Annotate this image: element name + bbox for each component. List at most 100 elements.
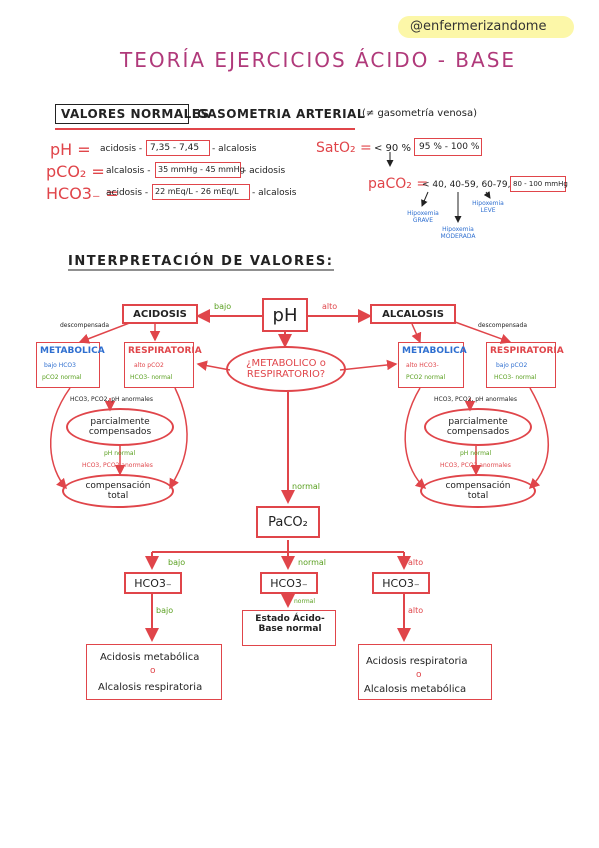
result-right-box — [358, 644, 492, 700]
result-left-2: Alcalosis respiratoria — [98, 682, 203, 693]
watermark-badge — [398, 16, 574, 38]
result-right-1: Acidosis respiratoria — [366, 656, 468, 667]
right-total-node: compensación total — [420, 474, 536, 508]
hipoxemia-leve: Hipoxemia LEVE — [472, 200, 504, 214]
right-metabolica-sub1: alto HCO3- — [406, 362, 439, 369]
ph-node: pH — [262, 298, 308, 332]
right-total: compensación total — [445, 481, 511, 501]
result-mid-box — [242, 610, 336, 646]
result-mid: Estado Ácido-Base normal — [255, 614, 325, 634]
descompensada-right: descompensada — [478, 322, 528, 329]
hco3-right-node: HCO3₋ — [372, 572, 430, 594]
arrow-alto-label: alto — [408, 606, 424, 615]
hco3-right: - alcalosis — [252, 188, 297, 198]
left-parcial-node: parcialmente compensados — [66, 408, 174, 446]
hco3-range-box — [152, 184, 250, 200]
right-respiratoria-box — [486, 342, 556, 388]
pco2-label: pCO₂ = — [46, 162, 105, 181]
left-anormales: HCO3, PCO2, pH anormales — [70, 396, 153, 403]
left-total-node: compensación total — [62, 474, 174, 508]
sato2-low: < 90 % — [374, 143, 411, 154]
hipoxemia-grave: Hipoxemia GRAVE — [407, 210, 439, 224]
sato2-label: SatO₂ = — [316, 140, 372, 156]
ph-left: acidosis - — [100, 144, 143, 154]
right-anormales2: HCO3, PCO2 anormales — [440, 462, 511, 469]
right-ph-normal: pH normal — [460, 450, 492, 457]
left-respiratoria-box — [124, 342, 194, 388]
right-parcial: parcialmente compensados — [446, 417, 510, 437]
question-node: ¿METABOLICO o RESPIRATORIO? — [226, 346, 346, 392]
hco3-range: 22 mEq/L - 26 mEq/L — [155, 187, 239, 196]
right-metabolica-sub2: PCO2 normal — [406, 374, 446, 381]
result-left-1: Acidosis metabólica — [100, 652, 200, 663]
ph-node-label: pH — [272, 304, 298, 326]
acidosis-node: ACIDOSIS — [122, 304, 198, 324]
sato2-normal: 95 % - 100 % — [419, 142, 480, 152]
result-right-2: Alcalosis metabólica — [364, 684, 467, 695]
right-metabolica-box — [398, 342, 464, 388]
alcalosis-node: ALCALOSIS — [370, 304, 456, 324]
left-metabolica: METABOLICA — [40, 346, 105, 356]
paco2-node: PaCO₂ — [256, 506, 320, 538]
right-respiratoria-sub2: HCO3- normal — [494, 374, 537, 381]
alto-label: alto — [322, 302, 338, 311]
left-respiratoria: RESPIRATORIA — [128, 346, 202, 356]
pao2-normal: 80 - 100 mmHg — [513, 180, 568, 188]
right-metabolica: METABOLICA — [402, 346, 467, 356]
left-parcial: parcialmente compensados — [88, 417, 152, 437]
left-ph-normal: pH normal — [104, 450, 136, 457]
left-anormales2: HCO3, PCO2 anormales — [82, 462, 153, 469]
result-left-box — [86, 644, 222, 700]
pco2-range-box — [155, 162, 241, 178]
hco3-left-node: HCO3₋ — [124, 572, 182, 594]
branch-normal: normal — [298, 558, 327, 567]
page-title: TEORÍA EJERCICIOS ÁCIDO - BASE — [120, 48, 517, 72]
left-total: compensación total — [85, 481, 151, 501]
normal-values-heading-box — [55, 104, 189, 124]
hco3-right-label: HCO3₋ — [382, 576, 420, 590]
arrow-normal-label: normal — [294, 598, 316, 605]
acidosis-label: ACIDOSIS — [133, 308, 187, 320]
right-respiratoria: RESPIRATORIA — [490, 346, 564, 356]
hco3-mid-label: HCO3₋ — [270, 576, 308, 590]
left-metabolica-sub2: pCO2 normal — [42, 374, 82, 381]
pao2-values: < 40, 40-59, 60-79, — [422, 180, 511, 190]
pco2-range: 35 mmHg - 45 mmHg — [158, 165, 245, 174]
pao2-normal-box — [510, 176, 566, 192]
section-heading: INTERPRETACIÓN DE VALORES: — [68, 254, 334, 269]
descompensada-left: descompensada — [60, 322, 110, 329]
pco2-left: alcalosis - — [106, 166, 151, 176]
left-respiratoria-sub1: alto pCO2 — [134, 362, 164, 369]
ph-right: - alcalosis — [212, 144, 257, 154]
ph-range-box — [146, 140, 210, 156]
pco2-right: - acidosis — [243, 166, 286, 176]
normal-values-heading: VALORES NORMALES — [61, 107, 210, 121]
heading-underline — [55, 128, 355, 130]
hco3-left-label: HCO3₋ — [134, 576, 172, 590]
gasometria-heading: GASOMETRIA ARTERIAL — [197, 107, 365, 121]
left-metabolica-box — [36, 342, 100, 388]
hipoxemia-moderada: Hipoxemia MODERADA — [440, 226, 476, 240]
result-right-o: o — [416, 670, 422, 680]
arrow-bajo-label: bajo — [156, 606, 174, 615]
sato2-normal-box — [414, 138, 482, 156]
alcalosis-label: ALCALOSIS — [382, 308, 444, 320]
hco3-label: HCO3₋ = — [46, 184, 119, 203]
branch-bajo: bajo — [168, 558, 186, 567]
right-respiratoria-sub1: bajo pCO2 — [496, 362, 528, 369]
paco2-label: PaCO₂ — [268, 514, 308, 530]
ph-range: 7,35 - 7,45 — [150, 143, 200, 153]
normal-label: normal — [292, 482, 321, 491]
question-label: ¿METABOLICO o RESPIRATORIO? — [246, 358, 326, 380]
heading-note: (≠ gasometría venosa) — [362, 108, 478, 119]
branch-alto: alto — [408, 558, 424, 567]
hco3-left: acidosis - — [106, 188, 149, 198]
hco3-mid-node: HCO3₋ — [260, 572, 318, 594]
bajo-label: bajo — [214, 302, 232, 311]
left-respiratoria-sub2: HCO3- normal — [130, 374, 173, 381]
pao2-label: paCO₂ = — [368, 176, 429, 192]
watermark: @enfermerizandome — [410, 19, 547, 34]
right-parcial-node: parcialmente compensados — [424, 408, 532, 446]
left-metabolica-sub1: bajo HCO3 — [44, 362, 76, 369]
